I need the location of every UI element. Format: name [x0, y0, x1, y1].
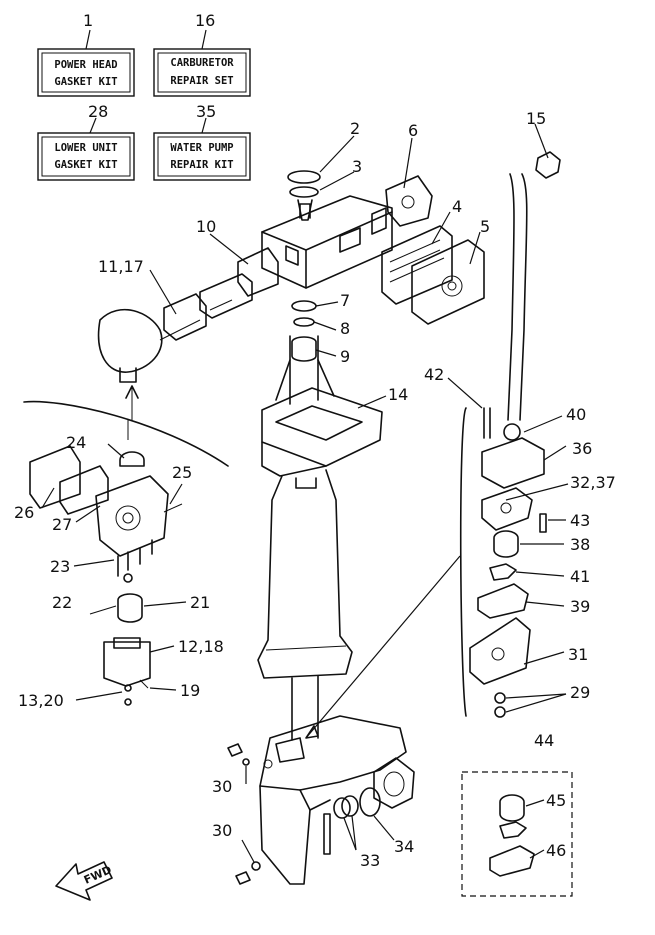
- plug-30b: [235, 871, 251, 885]
- callout-45: 45: [546, 791, 566, 810]
- kit-number-16: 16: [195, 11, 215, 30]
- callout-7: 7: [340, 291, 350, 310]
- forward-direction-arrow: FWD: [55, 861, 114, 901]
- leader-lines: [41, 123, 569, 863]
- callout-30-upper: 30: [212, 777, 232, 796]
- callout-34: 34: [394, 837, 414, 856]
- kit-number-35: 35: [196, 102, 216, 121]
- callout-26: 26: [14, 503, 34, 522]
- kit-box-44: [461, 771, 573, 897]
- callout-3: 3: [352, 157, 362, 176]
- callout-5: 5: [480, 217, 490, 236]
- kit-label-line2: REPAIR KIT: [170, 159, 233, 171]
- callout-33: 33: [360, 851, 380, 870]
- callout-6: 6: [408, 121, 418, 140]
- manifold-gasket: [237, 247, 279, 297]
- callout-numbers: 2 3 6 4 5 10 11,17 7 8 9 14 15 42 40 36 …: [14, 109, 616, 870]
- intake-manifold: [199, 273, 253, 319]
- fwd-label: FWD: [82, 863, 114, 887]
- kit-label-line1: CARBURETOR: [170, 57, 234, 69]
- callout-4: 4: [452, 197, 462, 216]
- kit-box-carburetor: 16 CARBURETOR REPAIR SET: [153, 11, 251, 97]
- callout-30-lower: 30: [212, 821, 232, 840]
- kit-box-power-head: 1 POWER HEAD GASKET KIT: [37, 11, 135, 97]
- callout-11-17: 11,17: [98, 257, 144, 276]
- kit-label-line2: GASKET KIT: [54, 159, 117, 171]
- grommet-15: [535, 151, 561, 179]
- plug-30a: [227, 743, 243, 757]
- callout-24: 24: [66, 433, 86, 452]
- exhaust-gasket: [381, 225, 453, 305]
- oil-seal-33b: [341, 795, 359, 817]
- callout-44: 44: [534, 731, 554, 750]
- crank-end: [297, 199, 313, 221]
- carburetor-exploded: [23, 385, 229, 706]
- callout-29: 29: [570, 683, 590, 702]
- callout-31: 31: [568, 645, 588, 664]
- callout-39: 39: [570, 597, 590, 616]
- oil-seal-33: [333, 797, 351, 819]
- intake-gasket: [163, 293, 207, 341]
- callout-9: 9: [340, 347, 350, 366]
- callout-25: 25: [172, 463, 192, 482]
- kit-number-28: 28: [88, 102, 108, 121]
- driveshaft-housing: [257, 335, 383, 741]
- oil-seal: [287, 170, 321, 184]
- washer-7: [291, 300, 317, 312]
- callout-10: 10: [196, 217, 216, 236]
- callout-21: 21: [190, 593, 210, 612]
- callout-23: 23: [50, 557, 70, 576]
- callout-42: 42: [424, 365, 444, 384]
- callout-15: 15: [526, 109, 546, 128]
- kit-label-line1: POWER HEAD: [54, 59, 117, 71]
- washer-30a: [242, 758, 250, 766]
- power-head-block: [261, 195, 393, 289]
- o-ring-34: [359, 787, 381, 817]
- callout-38: 38: [570, 535, 590, 554]
- cover-plate: [385, 175, 433, 227]
- bushing-9: [291, 336, 317, 362]
- lower-unit-gearcase: [259, 715, 407, 885]
- callout-13-20: 13,20: [18, 691, 64, 710]
- callout-27: 27: [52, 515, 72, 534]
- callout-32-37: 32,37: [570, 473, 616, 492]
- kit-label-line1: LOWER UNIT: [54, 142, 117, 154]
- callout-41: 41: [570, 567, 590, 586]
- callout-12-18: 12,18: [178, 637, 224, 656]
- washer-30b: [251, 861, 261, 871]
- kit-label-line2: GASKET KIT: [54, 76, 117, 88]
- kit-box-lower-unit: 28 LOWER UNIT GASKET KIT: [37, 102, 135, 181]
- water-pump-exploded: [305, 151, 561, 739]
- bearing-ring: [289, 186, 319, 198]
- kit-label-line1: WATER PUMP: [170, 142, 233, 154]
- silencer: [97, 308, 163, 373]
- kit-number-1: 1: [83, 11, 93, 30]
- callout-19: 19: [180, 681, 200, 700]
- kit-label-line2: REPAIR SET: [170, 75, 233, 87]
- callout-2: 2: [350, 119, 360, 138]
- callout-46: 46: [546, 841, 566, 860]
- exhaust-cover: [411, 239, 485, 325]
- callout-36: 36: [572, 439, 592, 458]
- callout-14: 14: [388, 385, 408, 404]
- callout-22: 22: [52, 593, 72, 612]
- callout-40: 40: [566, 405, 586, 424]
- callout-43: 43: [570, 511, 590, 530]
- bracket-curve: [23, 400, 229, 467]
- callout-8: 8: [340, 319, 350, 338]
- washer-8: [293, 317, 315, 327]
- kit-box-water-pump: 35 WATER PUMP REPAIR KIT: [153, 102, 251, 181]
- propeller-boss: [373, 757, 415, 809]
